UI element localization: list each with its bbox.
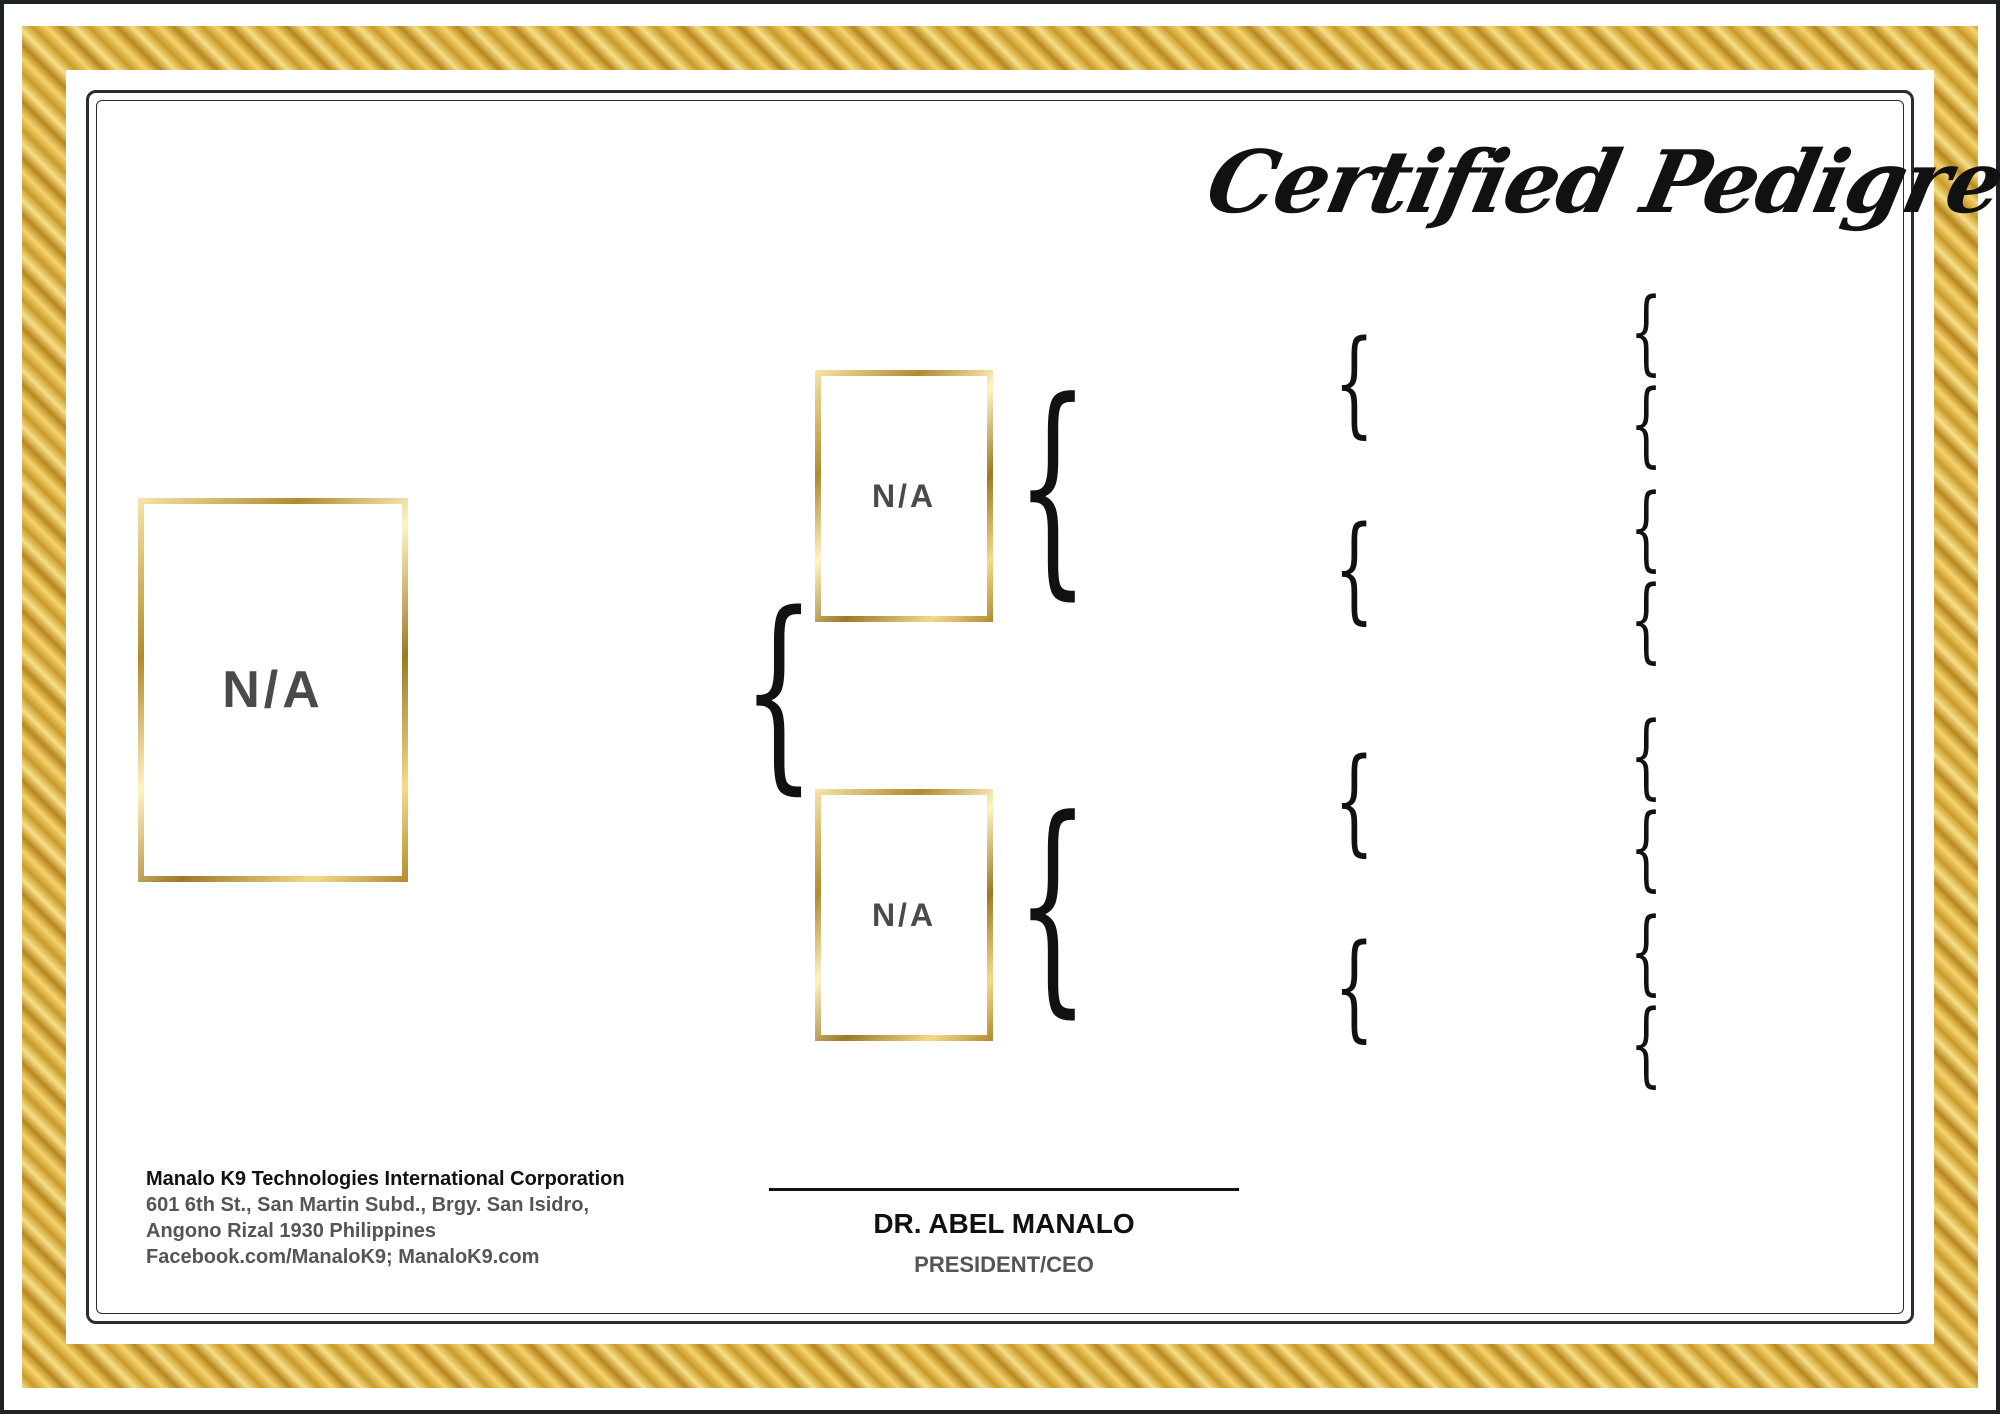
- company-info: Manalo K9 Technologies International Cor…: [146, 1166, 746, 1270]
- brace-gen3-3: {: [1334, 734, 1375, 868]
- brace-gen4-3: {: [1630, 474, 1663, 581]
- brace-gen2-dam: {: [1016, 771, 1090, 1038]
- company-contact: Facebook.com/ManaloK9; ManaloK9.com: [146, 1246, 540, 1268]
- brace-gen2-sire: {: [1016, 353, 1090, 620]
- brace-gen1: {: [742, 568, 816, 813]
- brace-gen3-4: {: [1334, 920, 1375, 1054]
- sire-photo-placeholder: N/A: [815, 370, 993, 622]
- signatory-name: DR. ABEL MANALO: [873, 1208, 1135, 1239]
- company-address-line1: 601 6th St., San Martin Subd., Brgy. San…: [146, 1194, 590, 1216]
- certificate-page: Certified Pedigree N/A N/A N/A { { { { {…: [4, 4, 2000, 1410]
- brace-gen4-5: {: [1630, 702, 1663, 809]
- certificate-title: Certified Pedigree: [1198, 132, 2000, 233]
- main-dog-photo-placeholder: N/A: [138, 498, 408, 882]
- inner-frame: [86, 90, 1914, 1324]
- inner-frame-thin: [96, 100, 1904, 1314]
- dam-photo-placeholder: N/A: [815, 789, 993, 1041]
- brace-gen3-1: {: [1334, 316, 1375, 450]
- brace-gen4-7: {: [1630, 898, 1663, 1005]
- brace-gen3-2: {: [1334, 502, 1375, 636]
- company-address-line2: Angono Rizal 1930 Philippines: [146, 1220, 437, 1242]
- signatory-role: PRESIDENT/CEO: [914, 1252, 1094, 1277]
- brace-gen4-1: {: [1630, 278, 1663, 385]
- brace-gen4-6: {: [1630, 794, 1663, 901]
- company-name: Manalo K9 Technologies International Cor…: [146, 1168, 625, 1190]
- signature-line: [769, 1188, 1239, 1191]
- brace-gen4-2: {: [1630, 370, 1663, 477]
- brace-gen4-8: {: [1630, 990, 1663, 1097]
- brace-gen4-4: {: [1630, 566, 1663, 673]
